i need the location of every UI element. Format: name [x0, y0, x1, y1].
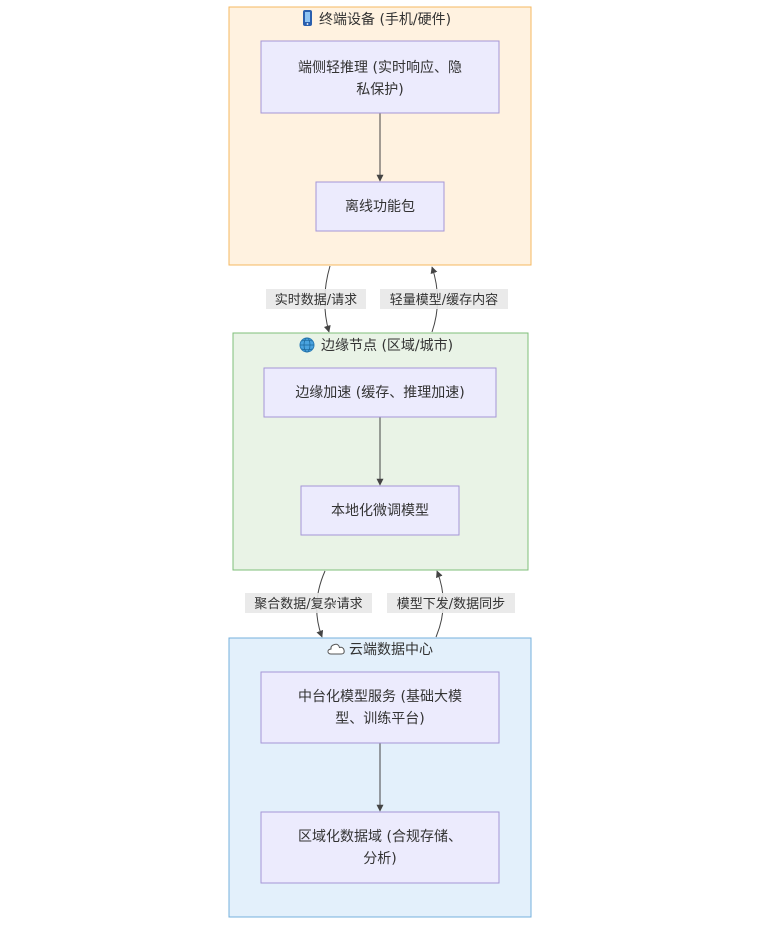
globe-icon [299, 337, 315, 353]
node-label-line: 区域化数据域 (合规存储、 [298, 829, 462, 845]
node-label-line: 边缘加速 (缓存、推理加速) [295, 385, 464, 401]
node-offline-package[interactable]: 离线功能包 [315, 181, 445, 232]
edge-label-aggregate-data: 聚合数据/复杂请求 [254, 597, 362, 612]
node-edge-inference[interactable]: 端侧轻推理 (实时响应、隐 私保护) [260, 40, 500, 114]
node-label-line: 离线功能包 [345, 198, 415, 215]
node-label-line: 本地化微调模型 [331, 503, 429, 519]
node-label-line: 型、训练平台) [335, 711, 424, 727]
cluster-title-edge: 边缘节点 (区域/城市) [321, 337, 453, 354]
node-edge-acceleration[interactable]: 边缘加速 (缓存、推理加速) [263, 367, 497, 418]
node-regional-data-domain[interactable]: 区域化数据域 (合规存储、 分析) [260, 811, 500, 884]
node-label-line: 私保护) [356, 82, 403, 98]
edge-label-light-model: 轻量模型/缓存内容 [390, 292, 498, 308]
node-label-line: 端侧轻推理 (实时响应、隐 [298, 59, 462, 76]
node-local-finetune[interactable]: 本地化微调模型 [300, 485, 460, 536]
node-label-line: 分析) [363, 851, 396, 867]
nodes: 端侧轻推理 (实时响应、隐 私保护) 离线功能包 边缘加速 (缓存、推理加速) … [260, 40, 500, 884]
node-label-line: 中台化模型服务 (基础大模 [298, 688, 462, 705]
cloud-icon [327, 643, 345, 655]
cluster-title-cloud: 云端数据中心 [349, 642, 433, 658]
edge-label-model-dispatch: 模型下发/数据同步 [397, 596, 505, 612]
node-model-service[interactable]: 中台化模型服务 (基础大模 型、训练平台) [260, 671, 500, 744]
edge-label-realtime-data: 实时数据/请求 [275, 293, 357, 308]
cluster-title-terminal: 终端设备 (手机/硬件) [319, 11, 451, 28]
mobile-phone-icon [303, 10, 312, 26]
edge-labels: 实时数据/请求 轻量模型/缓存内容 聚合数据/复杂请求 模型下发/数据同步 [245, 289, 515, 613]
